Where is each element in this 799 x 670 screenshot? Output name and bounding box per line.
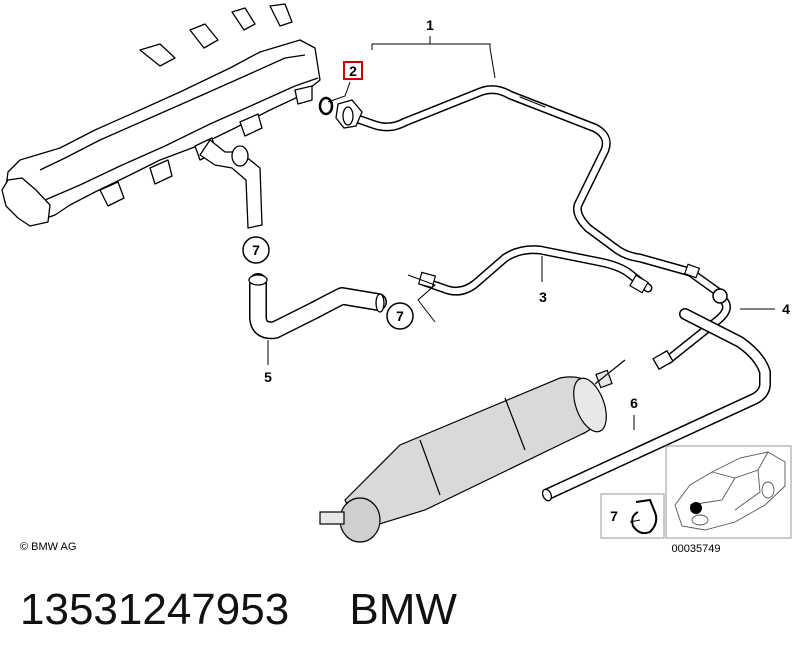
callout-7-circle-top xyxy=(242,236,270,264)
part-footer: 13531247953 BMW xyxy=(20,585,457,635)
callout-7-top: 7 xyxy=(252,242,260,258)
hose-4-end-connector xyxy=(652,349,674,371)
callout-7-inset: 7 xyxy=(610,508,618,524)
fuel-filter xyxy=(319,359,626,543)
break-mark xyxy=(407,274,436,323)
line-1-connector xyxy=(335,99,363,129)
car-outline-icon xyxy=(674,451,786,531)
hose-5-top-end xyxy=(248,274,268,286)
callout-1: 1 xyxy=(426,17,434,33)
o-ring-2 xyxy=(318,96,334,116)
clamp-inset: 7 xyxy=(600,493,665,539)
part-number: 13531247953 xyxy=(20,585,290,634)
fuel-feed-line-1 xyxy=(350,85,723,297)
hose-6 xyxy=(542,308,771,500)
leader-lines xyxy=(267,36,775,430)
hose-5-side-end xyxy=(375,293,385,313)
hose-5 xyxy=(249,273,387,340)
hose-6-end xyxy=(541,488,553,502)
callout-2: 2 xyxy=(349,63,357,79)
copyright-notice: © BMW AG xyxy=(20,541,77,553)
callout-2-highlight-box xyxy=(343,61,363,80)
callout-5: 5 xyxy=(264,369,272,385)
callout-7-right: 7 xyxy=(396,308,404,324)
callout-6: 6 xyxy=(630,395,638,411)
line-3-connectors xyxy=(417,263,701,294)
callout-3: 3 xyxy=(539,289,547,305)
fuel-rail-assembly xyxy=(1,3,321,229)
callout-7-circle-right xyxy=(386,302,414,330)
hose-4-clamp xyxy=(712,288,728,304)
fuel-return-line-3 xyxy=(420,245,653,296)
location-marker-icon xyxy=(690,502,702,514)
hose-clamp-icon xyxy=(631,498,658,535)
fuel-line-diagram: 1 2 3 4 5 6 7 7 7 00035749 xyxy=(1,3,792,555)
brand-name: BMW xyxy=(349,585,457,634)
inset-code: 00035749 xyxy=(672,543,721,555)
callout-4: 4 xyxy=(782,301,790,317)
vehicle-location-inset: 00035749 xyxy=(665,445,792,555)
